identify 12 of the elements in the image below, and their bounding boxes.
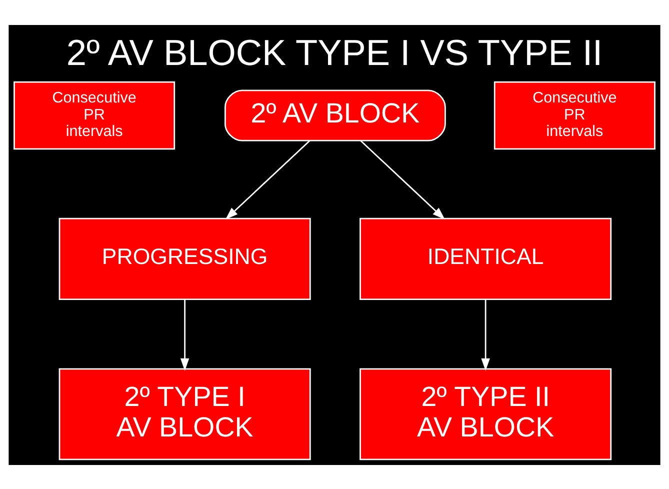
arrow bbox=[360, 140, 445, 220]
node-box: PROGRESSING bbox=[58, 217, 311, 300]
arrow bbox=[180, 299, 190, 370]
arrow bbox=[225, 140, 310, 220]
node-box: 2º AV BLOCK bbox=[224, 89, 446, 141]
arrow bbox=[481, 299, 490, 370]
node-box: 2º TYPE II AV BLOCK bbox=[360, 368, 612, 460]
node-box: Consecutive PR intervals bbox=[494, 80, 656, 150]
node-box: 2º TYPE I AV BLOCK bbox=[58, 368, 311, 460]
node-box: IDENTICAL bbox=[360, 217, 612, 300]
diagram-title: 2º AV BLOCK TYPE I VS TYPE II bbox=[66, 32, 603, 73]
node-box: Consecutive PR intervals bbox=[14, 80, 176, 150]
